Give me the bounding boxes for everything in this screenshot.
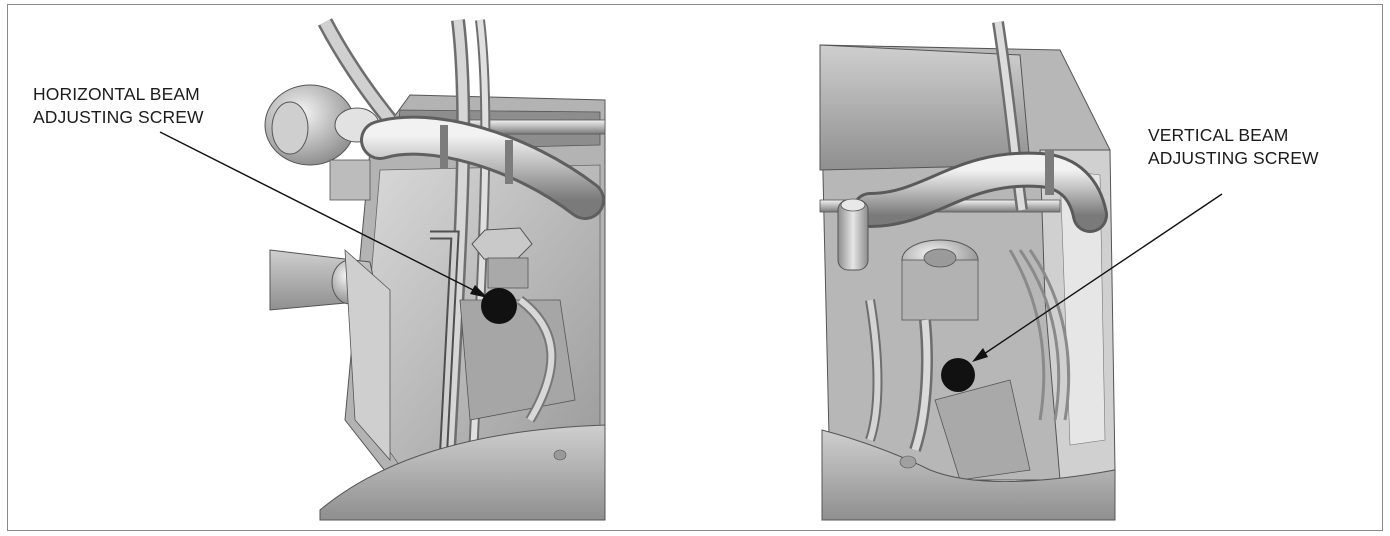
horizontal-beam-callout: HORIZONTAL BEAM ADJUSTING SCREW [33, 83, 204, 129]
horizontal-screw-marker [481, 288, 517, 324]
vertical-callout-line2: ADJUSTING SCREW [1148, 147, 1319, 170]
vertical-beam-callout: VERTICAL BEAM ADJUSTING SCREW [1148, 124, 1319, 170]
horizontal-callout-line1: HORIZONTAL BEAM [33, 83, 204, 106]
horizontal-callout-line2: ADJUSTING SCREW [33, 106, 204, 129]
vertical-callout-line1: VERTICAL BEAM [1148, 124, 1319, 147]
vertical-screw-marker [941, 358, 975, 392]
right-illustration [820, 22, 1115, 520]
